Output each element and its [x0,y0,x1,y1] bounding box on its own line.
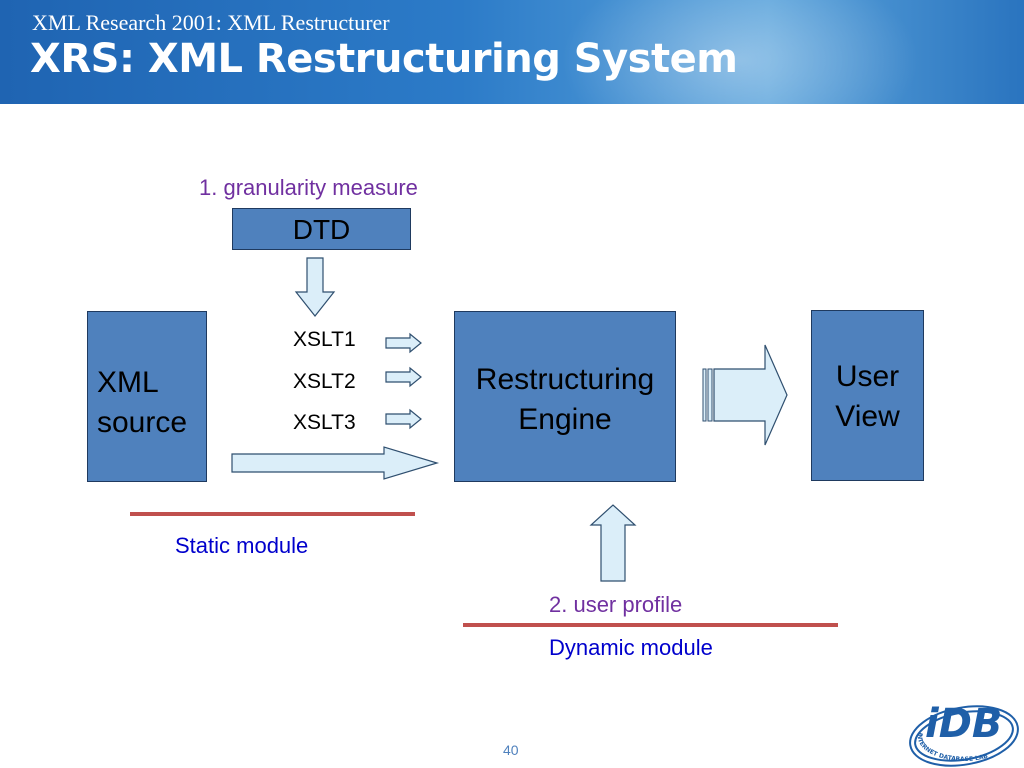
static-module-line [130,512,415,516]
engine-line2: Engine [518,403,612,436]
header-glow [560,0,920,104]
dtd-down-arrow [294,257,336,317]
slide-header: XML Research 2001: XML Restructurer XRS:… [0,0,1024,104]
page-number: 40 [503,742,519,758]
dynamic-module-line [463,623,838,627]
xslt1-arrow [385,332,422,354]
logo-text: iDB [925,701,1002,747]
user-profile-label: 2. user profile [549,592,683,617]
user-view-line2: View [835,400,900,433]
static-module-label: Static module [175,533,309,558]
xslt2-arrow [385,366,422,388]
slide-title: XRS: XML Restructuring System [30,36,738,82]
xml-source-box: XML source [87,311,207,482]
user-view-box: User View [811,310,924,481]
user-view-line1: User [835,360,900,393]
dtd-box: DTD [232,208,411,250]
restructuring-engine-box: Restructuring Engine [454,311,676,482]
idb-logo: iDB INTERNET DATABASE LAB [909,701,1019,767]
engine-line1: Restructuring [475,363,655,396]
profile-up-arrow [589,504,637,582]
dtd-label: DTD [292,214,351,245]
xml-source-line1: XML [97,366,159,399]
xslt3-label: XSLT3 [293,411,356,434]
engine-to-view-arrow [702,344,788,446]
slide-subtitle: XML Research 2001: XML Restructurer [32,10,390,35]
xslt2-label: XSLT2 [293,370,356,393]
source-to-engine-arrow [231,446,440,480]
dynamic-module-label: Dynamic module [549,635,713,660]
xslt3-arrow [385,408,422,430]
xml-source-line2: source [97,406,188,439]
granularity-measure-label: 1. granularity measure [199,175,418,200]
xslt1-label: XSLT1 [293,328,356,351]
